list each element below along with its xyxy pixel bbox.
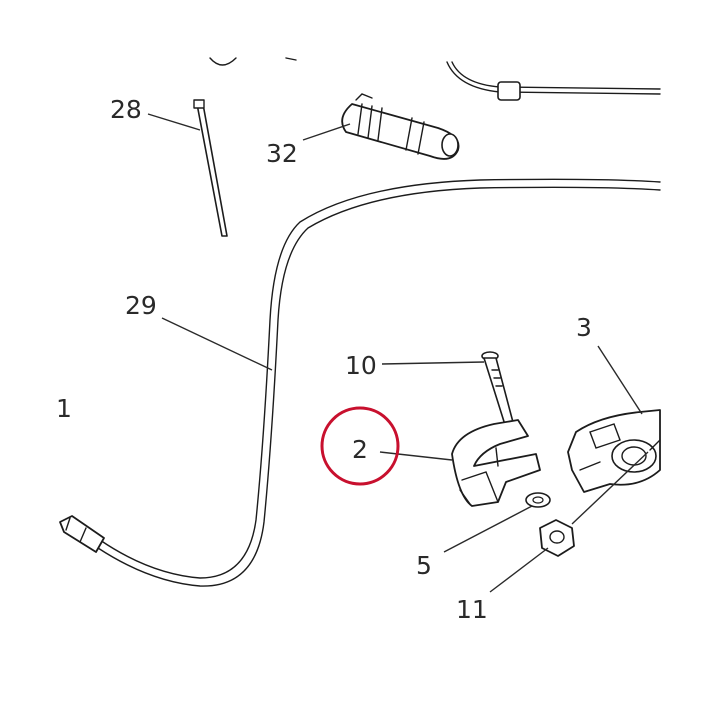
highlight-circle bbox=[320, 406, 400, 486]
callout-10: 10 bbox=[345, 351, 377, 380]
part-3-bracket bbox=[567, 409, 661, 493]
upper-cable bbox=[446, 61, 661, 101]
cable-plug bbox=[59, 515, 105, 553]
part-32-connector bbox=[341, 93, 460, 160]
callout-5: 5 bbox=[416, 551, 432, 580]
part-2-clamp bbox=[451, 419, 541, 507]
part-10-bolt bbox=[481, 351, 515, 429]
leader-lines bbox=[147, 113, 649, 593]
top-fragment bbox=[209, 57, 297, 66]
part-11-nut bbox=[539, 519, 575, 557]
callout-3: 3 bbox=[576, 313, 592, 342]
part-29-cable bbox=[59, 178, 661, 587]
callout-2: 2 bbox=[352, 435, 368, 464]
cable-ferrule bbox=[497, 81, 521, 101]
callout-1: 1 bbox=[56, 394, 72, 423]
callout-11: 11 bbox=[456, 595, 488, 624]
callout-32: 32 bbox=[266, 139, 298, 168]
part-28-cable-tie bbox=[193, 99, 228, 237]
callout-29: 29 bbox=[125, 291, 157, 320]
part-5-washer bbox=[525, 492, 551, 508]
callout-28: 28 bbox=[110, 95, 142, 124]
